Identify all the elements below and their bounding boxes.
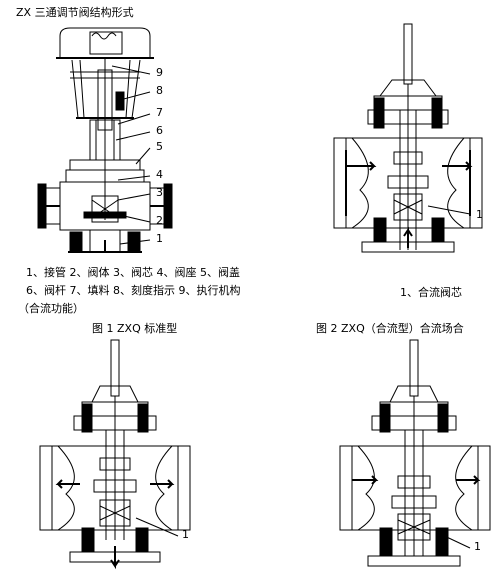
fig2-callout-1: 1 xyxy=(476,208,483,221)
fig1-legend-line1: 1、接管 2、阀体 3、阀芯 4、阀座 5、阀盖 xyxy=(26,266,240,279)
fig3-callout-1: 1 xyxy=(182,528,189,541)
fig1-callout-4: 4 xyxy=(156,168,163,181)
fig1-callout-3: 3 xyxy=(156,186,163,199)
fig4-callout-1: 1 xyxy=(474,540,481,553)
page-title: ZX 三通调节阀结构形式 xyxy=(16,6,134,19)
fig1-callout-9: 9 xyxy=(156,66,163,79)
fig2-legend: 1、合流阀芯 xyxy=(400,286,462,299)
fig1-callout-6: 6 xyxy=(156,124,163,137)
fig1-callout-1: 1 xyxy=(156,232,163,245)
fig2-caption: 图 2 ZXQ（合流型）合流场合 xyxy=(316,322,464,335)
fig1-callout-5: 5 xyxy=(156,140,163,153)
fig1-callout-8: 8 xyxy=(156,84,163,97)
fig1-callout-2: 2 xyxy=(156,214,163,227)
fig1-caption: 图 1 ZXQ 标准型 xyxy=(92,322,178,335)
fig1-legend-line3: （合流功能） xyxy=(18,302,84,315)
fig1-callout-7: 7 xyxy=(156,106,163,119)
fig1-legend-line2: 6、阀杆 7、填料 8、刻度指示 9、执行机构 xyxy=(26,284,241,297)
